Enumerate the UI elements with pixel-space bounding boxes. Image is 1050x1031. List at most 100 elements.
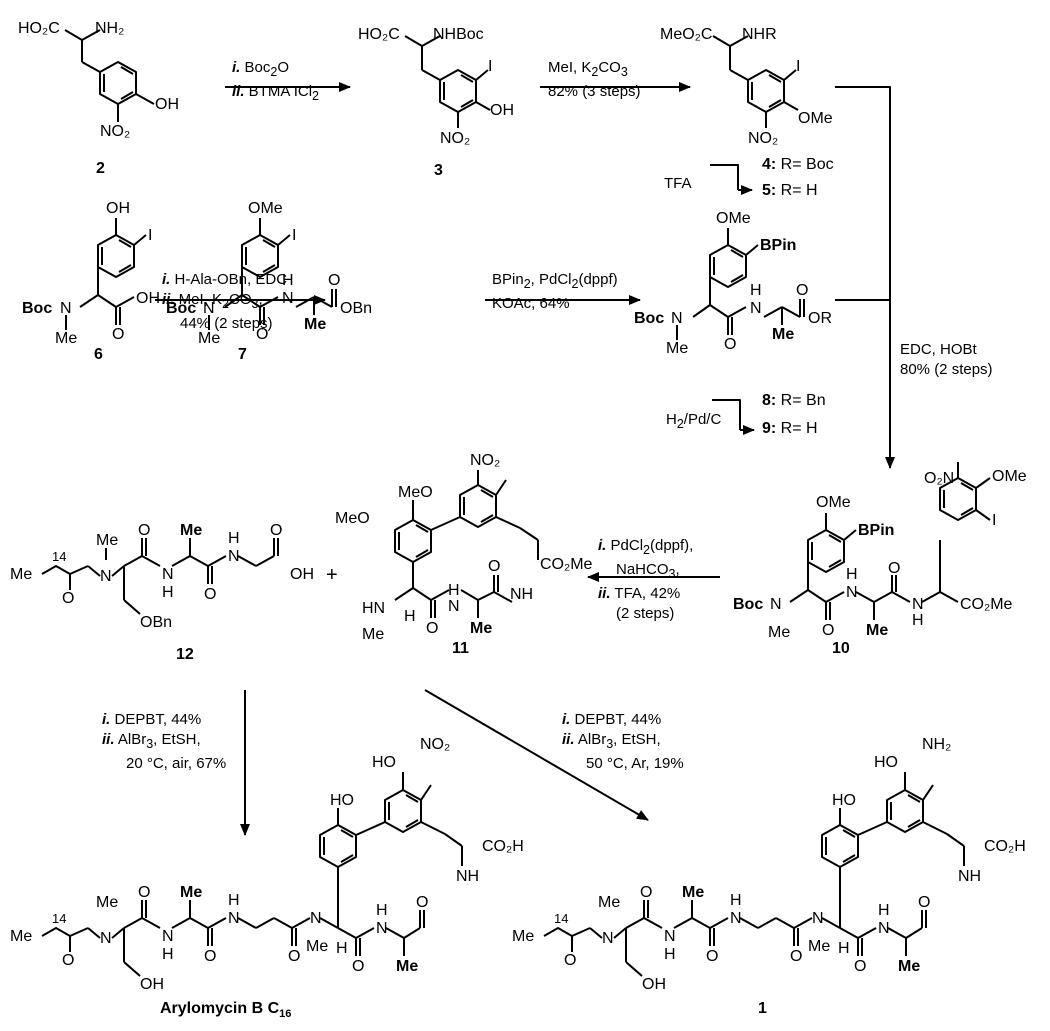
atom-o: O xyxy=(138,884,151,901)
atom-bpin: BPin xyxy=(858,522,895,539)
atom-n: N xyxy=(846,584,858,601)
atom-o: O xyxy=(288,948,301,965)
conditions-tfa: TFA xyxy=(664,175,692,192)
atom-oh: OH xyxy=(642,976,666,993)
atom-nh2: NH₂ xyxy=(95,20,125,37)
atom-n: N xyxy=(912,596,924,613)
atom-o: O xyxy=(416,894,429,911)
atom-no2: NO₂ xyxy=(440,130,471,147)
atom-o2n: O₂N xyxy=(924,470,955,487)
atom-me: Me xyxy=(180,884,203,901)
atom-boc: Boc xyxy=(166,300,197,317)
atom-n: N xyxy=(602,930,614,947)
atom-h: H xyxy=(282,272,294,289)
atom-h: H xyxy=(448,582,460,599)
atom-me: Me xyxy=(304,316,327,333)
r-label-4: 4: R= Boc xyxy=(762,156,834,173)
connector-4 xyxy=(835,86,891,300)
conditions-7-to-8: BPin2, PdCl2(dppf) KOAc, 64% xyxy=(492,271,618,312)
atom-o: O xyxy=(488,558,501,575)
structure-8 xyxy=(676,228,805,340)
r-label-9: 9: R= H xyxy=(762,420,818,437)
atom-h: H xyxy=(838,940,850,957)
structure-4 xyxy=(712,35,799,128)
compound-number-3: 3 xyxy=(434,162,443,179)
atom-o: O xyxy=(112,326,125,343)
atom-h: H xyxy=(846,566,858,583)
atom-co2me: CO₂Me xyxy=(960,596,1013,613)
conditions-6-to-7: i. H-Ala-OBn, EDC ii. MeI, K2CO3, 44% (2… xyxy=(162,271,288,332)
atom-me: Me xyxy=(598,894,621,911)
structure-arylomycin xyxy=(41,772,463,977)
atom-n: N xyxy=(812,910,824,927)
atom-n: N xyxy=(60,300,72,317)
atom-o: O xyxy=(62,952,75,969)
atom-h: H xyxy=(162,946,174,963)
compound-name-arylomycin: Arylomycin B C16 xyxy=(160,1000,292,1021)
atom-boc: Boc xyxy=(634,310,665,327)
atom-nhr: NHR xyxy=(742,26,777,43)
atom-o: O xyxy=(352,958,365,975)
atom-me: Me xyxy=(96,532,119,549)
atom-n: N xyxy=(878,920,890,937)
plus-sign: + xyxy=(326,564,338,586)
atom-meo: MeO xyxy=(335,510,370,527)
atom-me: Me xyxy=(768,624,791,641)
atom-ho: HO xyxy=(372,754,396,771)
atom-n: N xyxy=(310,910,322,927)
atom-or: OR xyxy=(808,310,832,327)
compound-number-11: 11 xyxy=(452,640,469,657)
atom-ome: OMe xyxy=(716,210,751,227)
structure-11 xyxy=(394,470,539,618)
atom-h: H xyxy=(730,892,742,909)
structure-3 xyxy=(404,35,491,128)
atom-ome: OMe xyxy=(992,468,1027,485)
atom-oh: OH xyxy=(490,102,514,119)
atom-bpin: BPin xyxy=(760,237,797,254)
atom-o: O xyxy=(138,522,151,539)
atom-i: I xyxy=(148,227,153,244)
structure-6 xyxy=(65,218,147,330)
atom-o: O xyxy=(918,894,931,911)
atom-me: Me xyxy=(362,626,385,643)
atom-me: Me xyxy=(55,330,78,347)
atom-o: O xyxy=(62,590,75,607)
compound-number-1: 1 xyxy=(758,1000,767,1017)
atom-o: O xyxy=(564,952,577,969)
chain-length: 14 xyxy=(554,911,569,926)
atom-n: N xyxy=(282,290,294,307)
atom-n: N xyxy=(100,930,112,947)
atom-n: N xyxy=(100,568,112,585)
conditions-3-to-4: MeI, K2CO3 82% (3 steps) xyxy=(548,59,641,100)
compound-number-10: 10 xyxy=(832,640,850,657)
atom-obn: OBn xyxy=(340,300,373,317)
atom-me: Me xyxy=(808,938,831,955)
atom-o: O xyxy=(204,586,217,603)
atom-h: H xyxy=(878,902,890,919)
r-label-8: 8: R= Bn xyxy=(762,392,826,409)
atom-no2: NO₂ xyxy=(420,736,451,753)
atom-h: H xyxy=(162,584,174,601)
atom-ome: OMe xyxy=(798,110,833,127)
atom-h: H xyxy=(404,608,416,625)
atom-me: Me xyxy=(10,566,33,583)
atom-co2me: CO₂Me xyxy=(540,556,593,573)
atom-no2: NO₂ xyxy=(470,452,501,469)
atom-i: I xyxy=(488,58,493,75)
atom-oh: OH xyxy=(155,96,179,113)
atom-meo: MeO xyxy=(398,484,433,501)
atom-n: N xyxy=(228,548,240,565)
atom-oh: OH xyxy=(290,566,314,583)
atom-ho: HO xyxy=(874,754,898,771)
atom-oh: OH xyxy=(140,976,164,993)
atom-boc: Boc xyxy=(22,300,53,317)
atom-me: Me xyxy=(96,894,119,911)
atom-h: H xyxy=(750,282,762,299)
atom-n: N xyxy=(376,920,388,937)
atom-nh: NH xyxy=(510,586,534,603)
atom-n: N xyxy=(671,310,683,327)
atom-n: N xyxy=(448,598,460,615)
atom-o: O xyxy=(256,326,269,343)
atom-ome: OMe xyxy=(248,200,283,217)
